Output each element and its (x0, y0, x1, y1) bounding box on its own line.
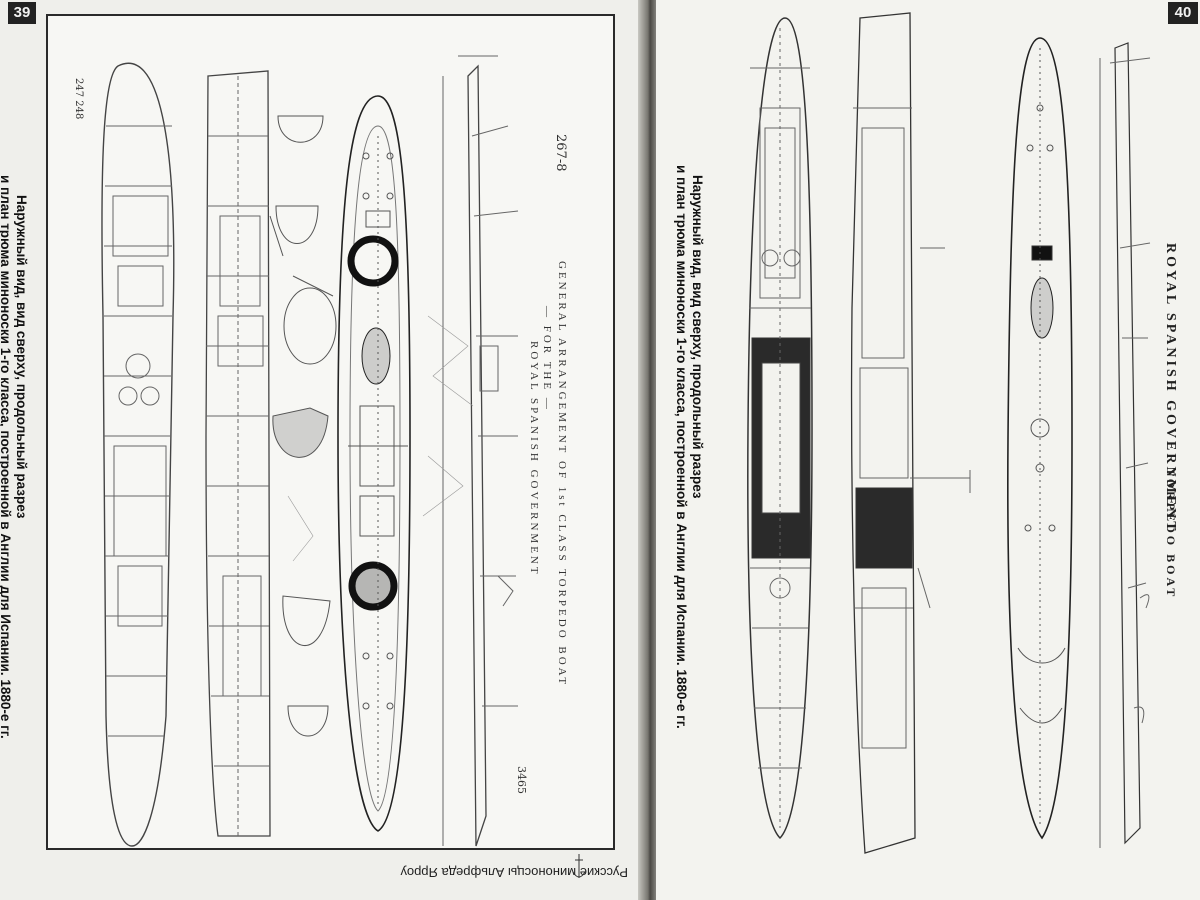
page-number: 40 (1168, 2, 1198, 24)
drawing-title-line2: — FOR THE — (541, 306, 553, 412)
left-page: 39 (0, 0, 640, 900)
drawing-title-line3: ROYAL SPANISH GOVERNMENT (528, 341, 540, 577)
drawing-title-line1: GENERAL ARRANGEMENT OF 1st CLASS TORPEDO… (556, 261, 568, 688)
handwritten-mark: 267-8 (553, 134, 568, 172)
drawing-number: 3465 (515, 766, 528, 794)
caption-line-1: Наружный вид, вид сверху, продольный раз… (14, 195, 29, 519)
right-page: 40 (656, 0, 1200, 900)
right-drawing-frame: ROYAL SPANISH GOVERNMENT TORPEDO BOAT (670, 8, 1188, 878)
left-drawing-frame: GENERAL ARRANGEMENT OF 1st CLASS TORPEDO… (46, 14, 615, 850)
caption-line-2: и план трюма миноноски 1-го класса, пост… (674, 165, 689, 729)
page-number: 39 (8, 2, 36, 24)
caption-line-1: Наружный вид, вид сверху, продольный раз… (690, 175, 705, 499)
book-gutter (638, 0, 660, 900)
torpedo-boat-drawings-left (101, 55, 519, 847)
caption-line-2: и план трюма миноноски 1-го класса, пост… (0, 175, 13, 739)
running-header: Русские миноносцы Альфреда Ярроу (400, 865, 629, 880)
torpedo-boat-drawings-right (747, 12, 1151, 854)
corner-mark: 247 248 (73, 78, 84, 120)
drawing-title-top: TORPEDO BOAT (1164, 468, 1178, 600)
publisher-anchor-icon (572, 852, 586, 882)
